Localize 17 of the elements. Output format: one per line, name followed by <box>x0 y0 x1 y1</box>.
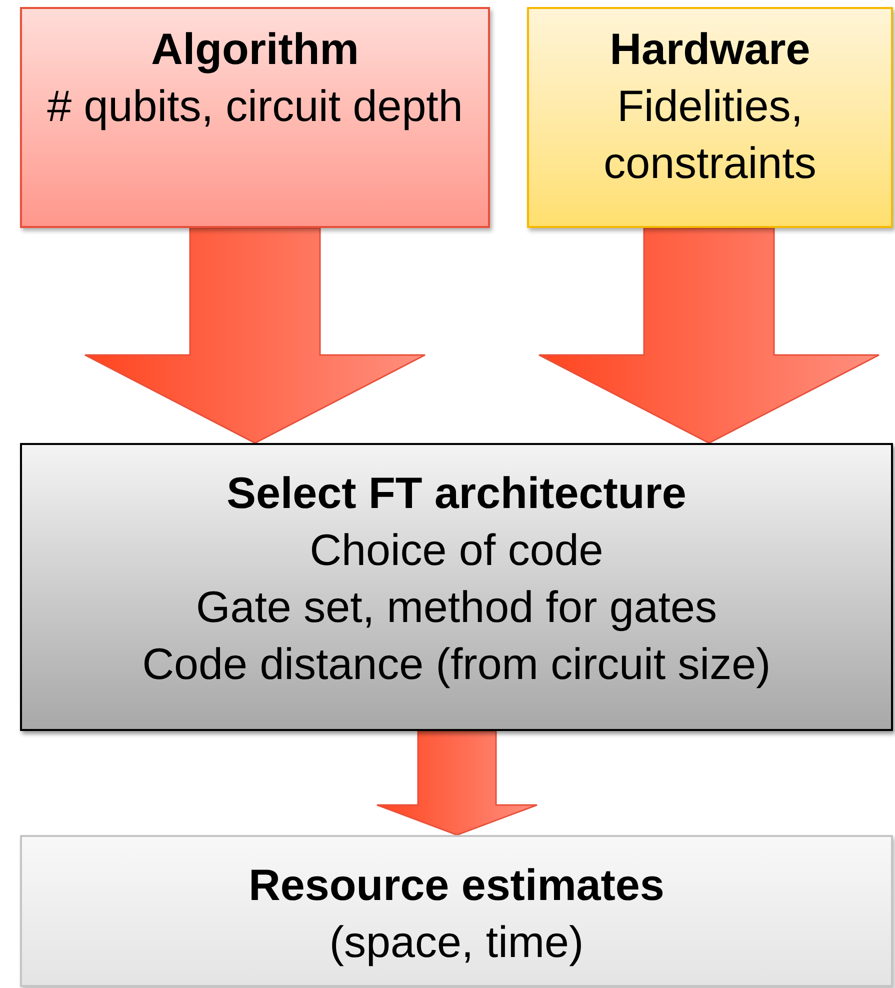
box-text: Fidelities, constraints <box>602 81 818 190</box>
box-text: Gate set, method for gates <box>195 582 718 634</box>
block-arrow <box>376 730 538 836</box>
process-box <box>20 443 893 731</box>
box-heading: Resource estimates <box>248 860 666 912</box>
box-heading: Hardware <box>608 24 812 76</box>
process-box <box>20 835 893 987</box>
box-text: # qubits, circuit depth <box>46 81 464 133</box>
box-heading: Select FT architecture <box>226 468 688 520</box>
box-text: (space, time) <box>328 917 585 969</box>
process-box <box>20 7 490 228</box>
process-box <box>527 7 893 228</box>
box-text: Choice of code <box>308 525 604 577</box>
box-text: Code distance (from circuit size) <box>141 639 772 691</box>
block-arrow <box>84 227 426 444</box>
block-arrow <box>538 227 880 444</box>
box-heading: Algorithm <box>150 24 360 76</box>
